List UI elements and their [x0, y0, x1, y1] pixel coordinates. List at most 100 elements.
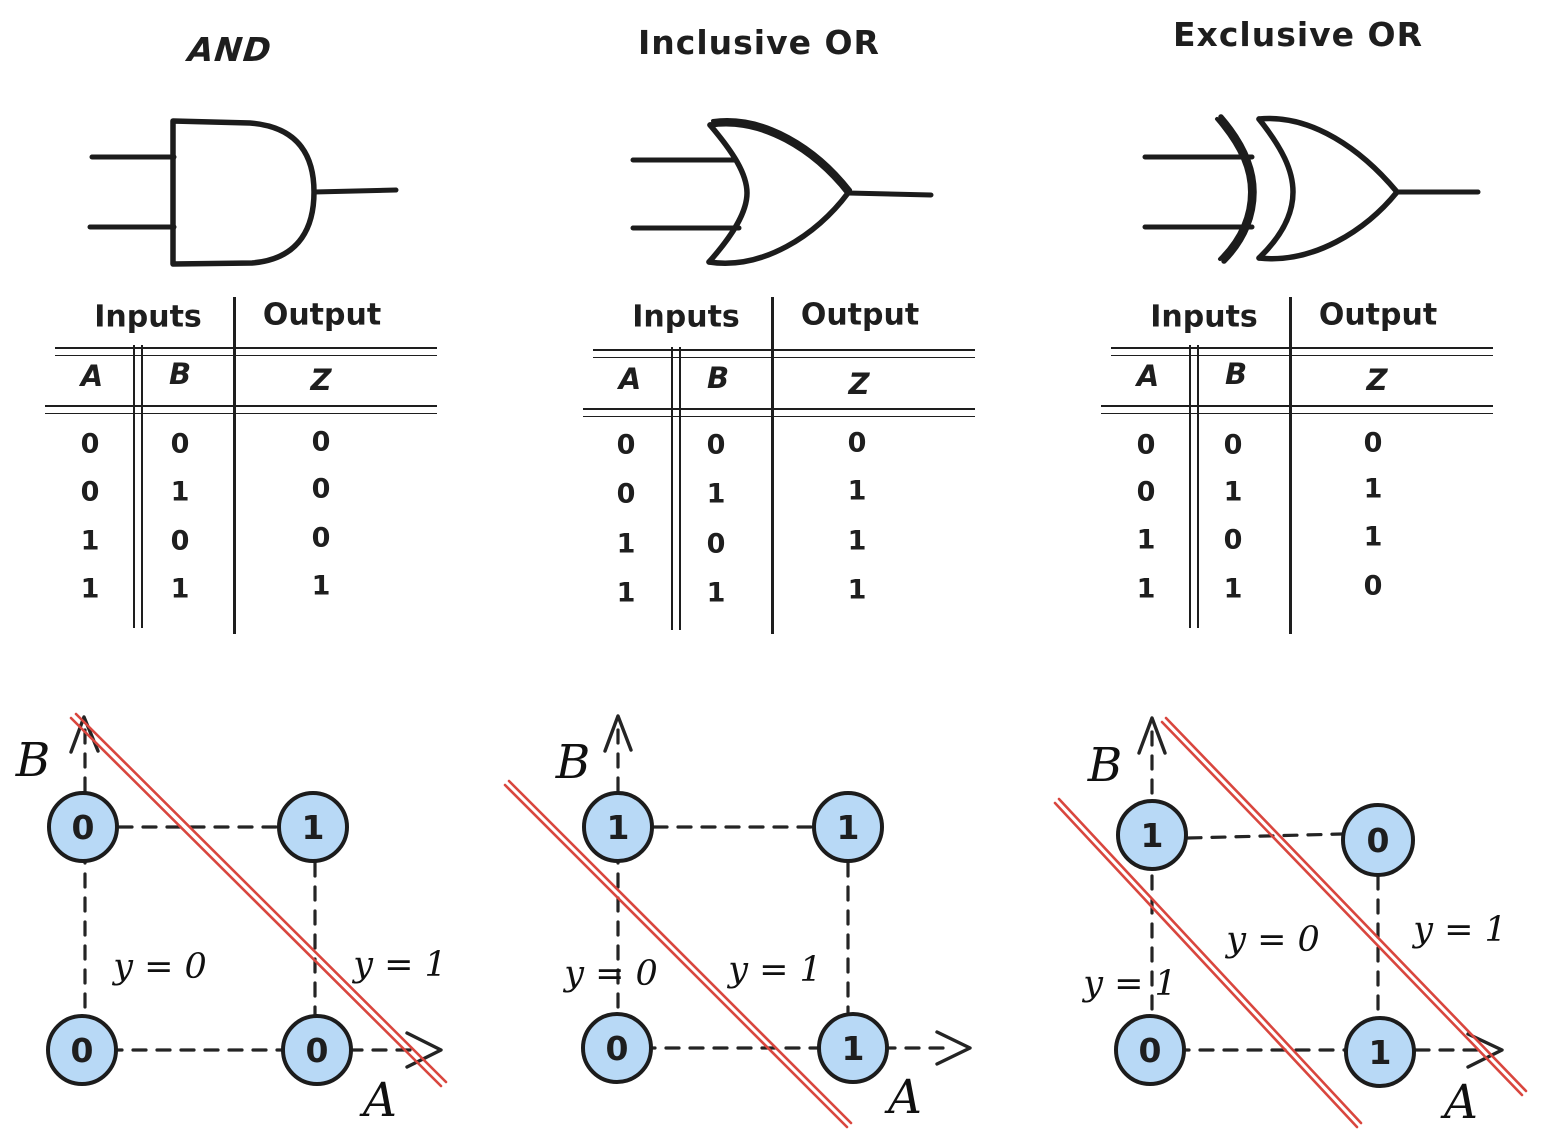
table-cell: 0	[1363, 427, 1383, 459]
table-cell: 1	[1363, 473, 1383, 505]
region-label-y0: y = 0	[562, 954, 658, 994]
table-cell: 1	[170, 573, 190, 605]
table-cell: 0	[80, 476, 100, 508]
or-gate-bottom-curve	[706, 190, 851, 266]
table-cell: 0	[1136, 429, 1156, 461]
and-gate-body	[170, 118, 317, 267]
output-header: Output	[1318, 297, 1438, 333]
table-rule-top	[593, 349, 975, 358]
region-label-y1-left: y = 1	[1081, 964, 1177, 1004]
point-0-0	[1114, 1014, 1186, 1086]
or-gate-icon	[630, 118, 934, 266]
col-header-b: B	[168, 357, 192, 391]
table-cell: 1	[616, 577, 636, 609]
decision-boundary	[503, 783, 849, 1129]
point-value: 1	[842, 1029, 865, 1068]
point-1-0	[1344, 1016, 1416, 1088]
table-rule-mid	[1101, 405, 1493, 414]
table-cell: 1	[706, 577, 726, 609]
b-axis-label: B	[1087, 738, 1123, 793]
xor-truth-table: Inputs Output A B Z 0 0 0 0 1 1 1 0 1 1 …	[1096, 295, 1496, 640]
table-cell: 1	[847, 475, 867, 507]
region-label-y1: y = 1	[351, 945, 447, 985]
point-value: 0	[72, 808, 95, 847]
xor-front-arc	[1218, 114, 1257, 264]
and-output-wire	[311, 187, 399, 195]
decision-boundary-upper	[1160, 720, 1524, 1097]
table-cell: 0	[311, 473, 331, 505]
table-cell: 0	[847, 427, 867, 459]
point-value: 0	[1139, 1031, 1162, 1070]
a-axis-label: A	[1440, 1075, 1478, 1130]
table-rule-top	[55, 347, 437, 356]
or-gate-top-curve-overdraw	[711, 118, 852, 192]
point-value: 0	[71, 1031, 94, 1070]
col-header-a: A	[618, 362, 642, 396]
table-cell: 0	[706, 528, 726, 560]
xor-gate-top-curve	[1256, 115, 1400, 195]
table-rule-output-divider	[771, 297, 774, 634]
table-cell: 1	[1136, 573, 1156, 605]
point-value: 1	[607, 808, 630, 847]
point-1-1	[277, 791, 349, 863]
a-axis-arrow	[935, 1030, 972, 1066]
table-cell: 1	[170, 476, 190, 508]
table-cell: 0	[616, 478, 636, 510]
decision-boundary-overdraw	[507, 779, 853, 1125]
output-header: Output	[262, 297, 382, 333]
point-value: 0	[1367, 821, 1390, 860]
point-value: 1	[1369, 1033, 1392, 1072]
a-axis-arrow	[405, 1031, 443, 1069]
col-header-a: A	[1136, 359, 1160, 393]
inputs-header: Inputs	[1150, 299, 1258, 335]
column-title-and: AND	[186, 30, 274, 69]
point-1-1	[1341, 803, 1415, 877]
point-1-1	[812, 791, 884, 863]
decision-boundary-lower	[1053, 801, 1359, 1129]
and-separability-plot: 0 1 0 0 B A y = 0 y = 1	[15, 712, 448, 1128]
or-gate-back-arc	[706, 122, 750, 265]
table-cell: 1	[847, 574, 867, 606]
inputs-header: Inputs	[94, 299, 202, 335]
point-value: 1	[1141, 816, 1164, 855]
table-cell: 1	[1136, 524, 1156, 556]
table-cell: 1	[616, 528, 636, 560]
region-label-y1-right: y = 1	[1411, 910, 1507, 950]
point-0-1	[47, 791, 119, 863]
table-rule-output-divider	[1289, 297, 1292, 634]
or-truth-table: Inputs Output A B Z 0 0 0 0 1 1 1 0 1 1 …	[578, 295, 978, 640]
table-rule-output-divider	[233, 297, 236, 634]
table-cell: 1	[1223, 573, 1243, 605]
col-header-z: Z	[310, 363, 332, 397]
region-label-y0: y = 0	[1224, 920, 1320, 960]
table-cell: 0	[706, 429, 726, 461]
point-1-0	[817, 1012, 889, 1084]
table-cell: 1	[1363, 521, 1383, 553]
table-cell: 1	[1223, 476, 1243, 508]
table-cell: 0	[616, 429, 636, 461]
decision-boundary-upper-overdraw	[1164, 716, 1528, 1093]
table-rule-mid	[45, 405, 437, 414]
b-axis-label: B	[15, 733, 51, 788]
table-cell: 0	[1223, 524, 1243, 556]
region-label-y0: y = 0	[111, 947, 207, 987]
point-value: 0	[606, 1029, 629, 1068]
a-axis-label: A	[359, 1073, 397, 1128]
table-rule-ab-divider	[1189, 345, 1199, 628]
col-header-z: Z	[1366, 363, 1388, 397]
xor-separability-plot: 1 0 0 1 B A y = 1 y = 0 y = 1	[1053, 716, 1528, 1130]
table-cell: 1	[80, 525, 100, 557]
table-cell: 0	[1223, 429, 1243, 461]
table-cell: 1	[706, 478, 726, 510]
table-cell: 1	[311, 570, 331, 602]
column-title-inclusive-or: Inclusive OR	[638, 23, 880, 62]
table-cell: 0	[311, 522, 331, 554]
decision-boundary-lower-overdraw	[1057, 797, 1363, 1125]
table-rule-mid	[583, 408, 975, 417]
a-axis-arrow	[1466, 1032, 1504, 1069]
b-axis-arrow	[1137, 716, 1167, 755]
table-rule-ab-divider	[671, 347, 681, 630]
point-0-1	[582, 791, 654, 863]
col-header-b: B	[706, 361, 730, 395]
output-header: Output	[800, 297, 920, 333]
